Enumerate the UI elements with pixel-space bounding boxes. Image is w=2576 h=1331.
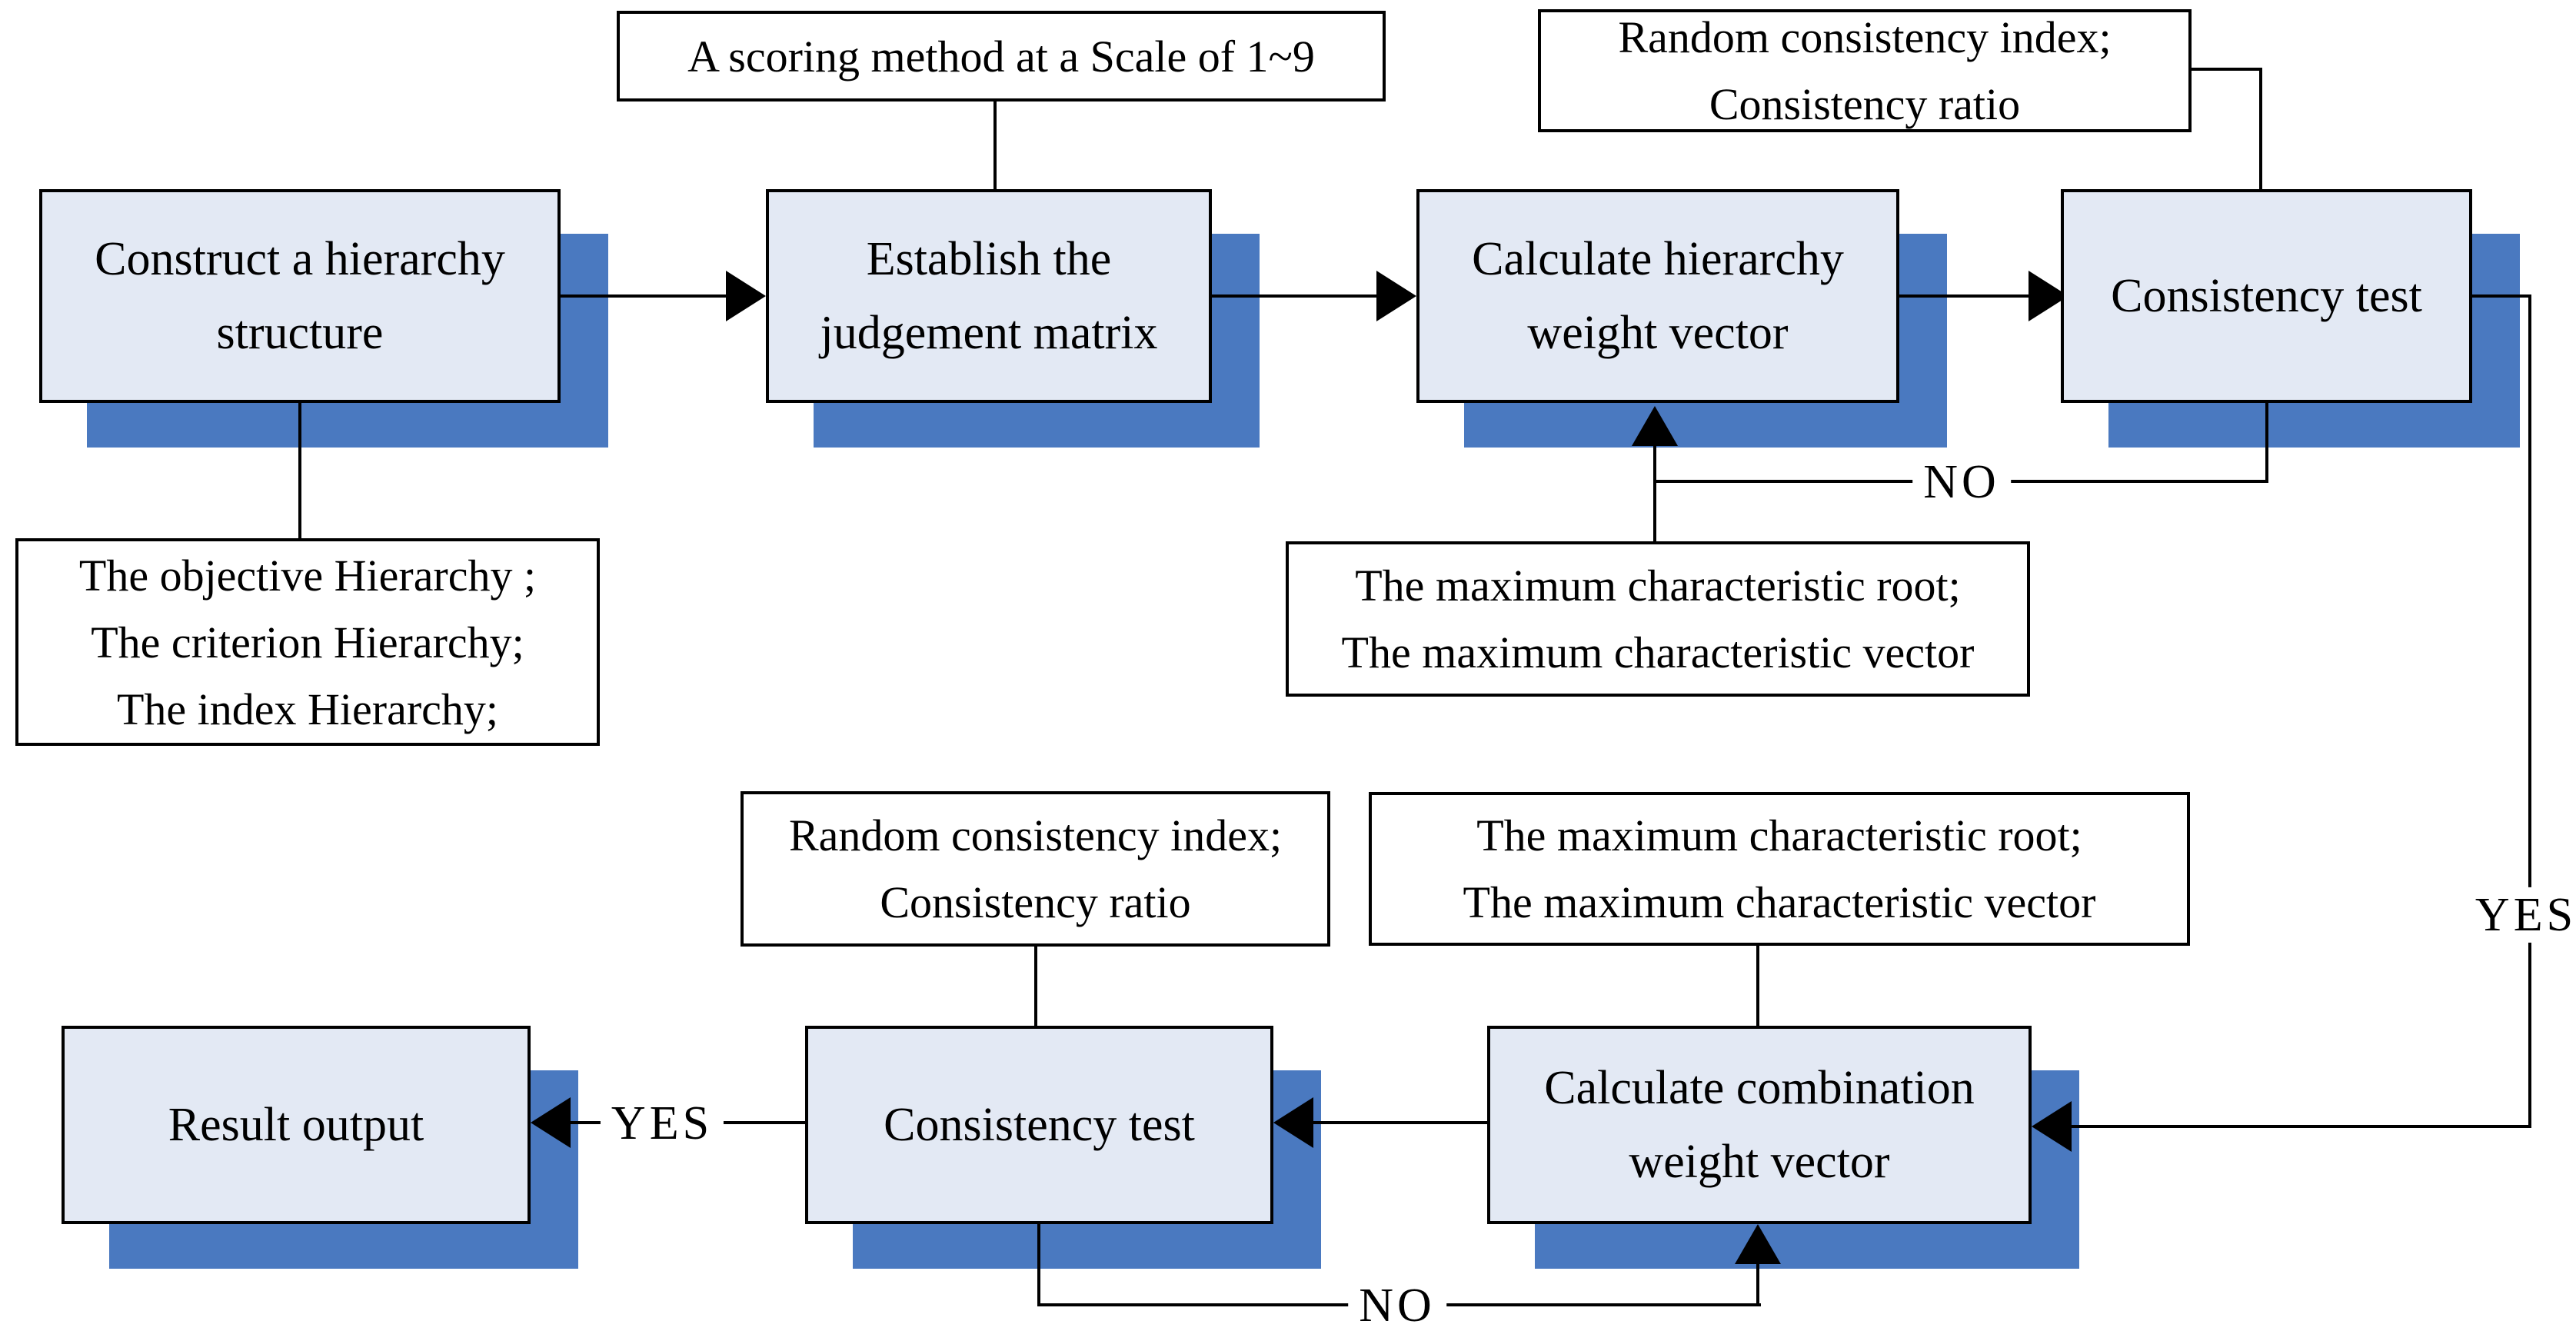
annotation-label: The maximum characteristic vector bbox=[1463, 877, 2096, 927]
arrowhead-left-icon bbox=[531, 1097, 571, 1148]
process-box-result-output: Result output bbox=[62, 1026, 531, 1224]
annotation-line bbox=[1756, 946, 1759, 1026]
annotation-label: The index Hierarchy; bbox=[116, 684, 498, 734]
annotation-label: The maximum characteristic root; bbox=[1476, 810, 2082, 860]
process-box-label: Consistency test bbox=[2111, 269, 2422, 322]
annotation-box-scoring-method: A scoring method at a Scale of 1~9 bbox=[617, 11, 1386, 101]
process-box-calculate-combination-weight-vector: Calculate combination weight vector bbox=[1487, 1026, 2032, 1224]
annotation-label: The objective Hierarchy ; bbox=[78, 550, 537, 601]
annotation-line bbox=[2192, 68, 2262, 71]
process-box-consistency-test-top: Consistency test bbox=[2061, 189, 2472, 403]
process-box-label: Establish the bbox=[866, 232, 1112, 285]
process-box-label: Construct a hierarchy bbox=[95, 232, 505, 285]
flow-line bbox=[2072, 1125, 2531, 1128]
annotation-line bbox=[298, 403, 301, 538]
edge-label-yes-bottom: YES bbox=[600, 1095, 724, 1152]
arrowhead-up-icon bbox=[1735, 1224, 1781, 1264]
annotation-label: The maximum characteristic vector bbox=[1341, 627, 1975, 677]
annotation-label: The criterion Hierarchy; bbox=[91, 617, 524, 667]
annotation-box-random-consistency-bottom: Random consistency index; Consistency ra… bbox=[741, 791, 1330, 947]
flow-line bbox=[2528, 294, 2531, 1126]
process-box-label: Consistency test bbox=[884, 1098, 1195, 1151]
arrowhead-right-icon bbox=[726, 271, 766, 321]
flow-line bbox=[2265, 403, 2268, 481]
process-box-label: weight vector bbox=[1527, 307, 1789, 359]
edge-label-no-bottom: NO bbox=[1348, 1277, 1446, 1331]
process-box-label: Result output bbox=[168, 1098, 424, 1151]
annotation-label: Random consistency index; bbox=[1618, 12, 2112, 62]
annotation-box-max-characteristic-top: The maximum characteristic root; The max… bbox=[1286, 541, 2030, 697]
arrowhead-left-icon bbox=[1273, 1097, 1313, 1148]
arrowhead-up-icon bbox=[1632, 406, 1678, 446]
annotation-label: The maximum characteristic root; bbox=[1355, 561, 1961, 611]
edge-label-yes-right: YES bbox=[2464, 887, 2576, 943]
annotation-line bbox=[2259, 68, 2262, 189]
annotation-box-max-characteristic-bottom: The maximum characteristic root; The max… bbox=[1369, 792, 2190, 946]
flow-line bbox=[1756, 1263, 1759, 1306]
process-box-label: Calculate hierarchy bbox=[1472, 232, 1844, 285]
process-box-label: judgement matrix bbox=[820, 307, 1158, 359]
annotation-line bbox=[993, 101, 997, 189]
flow-line bbox=[561, 294, 729, 298]
annotation-box-random-consistency-top: Random consistency index; Consistency ra… bbox=[1538, 9, 2192, 132]
annotation-label: Consistency ratio bbox=[1709, 79, 2021, 129]
edge-label-no-top: NO bbox=[1912, 454, 2011, 511]
annotation-line bbox=[1653, 444, 1656, 541]
process-box-establish-judgement-matrix: Establish the judgement matrix bbox=[766, 189, 1212, 403]
flow-line bbox=[1037, 1224, 1040, 1306]
process-box-label: weight vector bbox=[1629, 1136, 1890, 1188]
process-box-consistency-test-bottom: Consistency test bbox=[805, 1026, 1273, 1224]
process-box-label: Calculate combination bbox=[1544, 1061, 1975, 1114]
annotation-label: A scoring method at a Scale of 1~9 bbox=[687, 31, 1315, 82]
flow-line bbox=[2472, 294, 2531, 298]
annotation-label: Consistency ratio bbox=[880, 877, 1191, 927]
flow-line bbox=[1899, 294, 2032, 298]
process-box-calculate-hierarchy-weight-vector: Calculate hierarchy weight vector bbox=[1416, 189, 1899, 403]
arrowhead-left-icon bbox=[2032, 1101, 2072, 1152]
flow-line bbox=[1212, 294, 1380, 298]
annotation-box-hierarchy-levels: The objective Hierarchy ; The criterion … bbox=[15, 538, 600, 746]
flow-line bbox=[1313, 1121, 1487, 1124]
process-box-label: structure bbox=[216, 307, 384, 359]
annotation-label: Random consistency index; bbox=[788, 810, 1283, 860]
process-box-construct-hierarchy: Construct a hierarchy structure bbox=[39, 189, 561, 403]
arrowhead-right-icon bbox=[1376, 271, 1416, 321]
annotation-line bbox=[1034, 947, 1037, 1026]
